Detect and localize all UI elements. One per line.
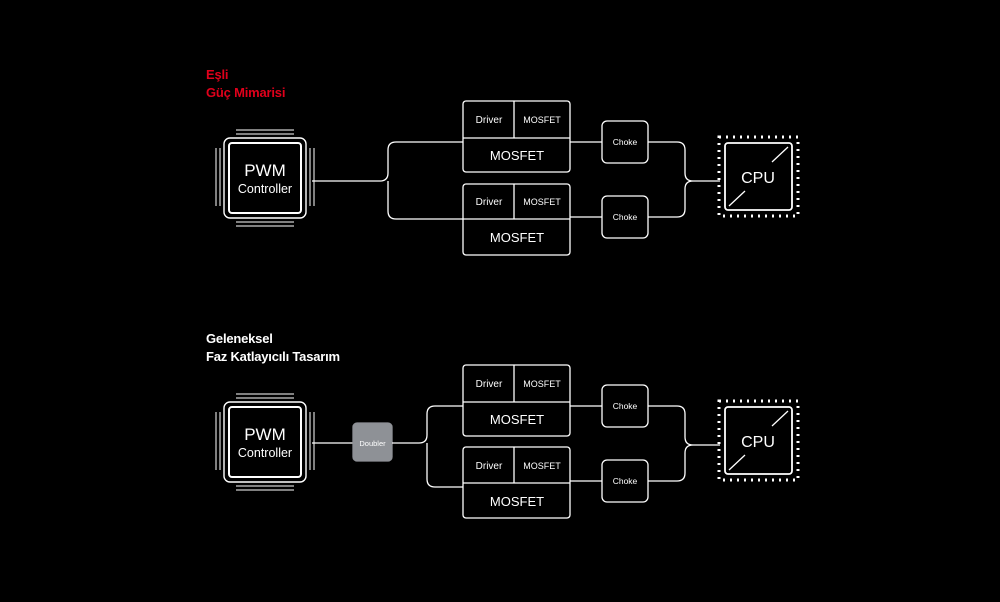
cpu-chip xyxy=(724,406,793,475)
stage-box-1 xyxy=(462,100,571,173)
mosfet-small-label: MOSFET xyxy=(523,197,561,207)
pwm-label: PWM xyxy=(244,425,286,444)
mosfet-small-label: MOSFET xyxy=(523,115,561,125)
section-title-traditional: Geleneksel Faz Katlayıcılı Tasarım xyxy=(206,330,340,366)
connector-pwm-to-stages xyxy=(312,141,463,220)
title-line-2: Güç Mimarisi xyxy=(206,85,286,100)
pwm-pins xyxy=(215,129,315,227)
controller-label: Controller xyxy=(238,182,292,196)
choke-label: Choke xyxy=(613,476,638,486)
pwm-controller-inner xyxy=(228,406,302,478)
pwm-controller-inner xyxy=(228,142,302,214)
doubler-box xyxy=(352,422,393,462)
connector-chokes-to-cpu xyxy=(648,405,720,482)
diagram-paired-labels: PWM Controller Driver MOSFET MOSFET Driv… xyxy=(238,115,775,245)
section-title-paired: Eşli Güç Mimarisi xyxy=(206,66,285,102)
diagram-paired xyxy=(215,100,800,256)
connector-chokes-to-cpu xyxy=(648,141,720,218)
mosfet-big-label: MOSFET xyxy=(490,148,544,163)
title-line-2: Faz Katlayıcılı Tasarım xyxy=(206,349,340,364)
choke-label: Choke xyxy=(613,212,638,222)
pwm-pins xyxy=(215,393,315,491)
title-line-1: Geleneksel xyxy=(206,331,273,346)
mosfet-big-label: MOSFET xyxy=(490,494,544,509)
mosfet-big-label: MOSFET xyxy=(490,412,544,427)
mosfet-small-label: MOSFET xyxy=(523,379,561,389)
driver-label: Driver xyxy=(476,197,503,208)
title-line-1: Eşli xyxy=(206,67,229,82)
cpu-label: CPU xyxy=(741,170,775,187)
mosfet-big-label: MOSFET xyxy=(490,230,544,245)
driver-label: Driver xyxy=(476,115,503,126)
cpu-label: CPU xyxy=(741,434,775,451)
driver-label: Driver xyxy=(476,379,503,390)
pwm-controller-outer xyxy=(223,137,307,219)
stage-box-1 xyxy=(462,364,571,437)
diagram-traditional-labels: PWM Controller Doubler Driver MOSFET MOS… xyxy=(238,379,775,509)
mosfet-small-label: MOSFET xyxy=(523,461,561,471)
choke-label: Choke xyxy=(613,401,638,411)
cpu-chip xyxy=(724,142,793,211)
choke-label: Choke xyxy=(613,137,638,147)
diagram-traditional xyxy=(215,364,800,519)
connector-doubler-to-stages xyxy=(392,405,463,488)
pwm-label: PWM xyxy=(244,161,286,180)
pwm-controller-outer xyxy=(223,401,307,483)
doubler-label: Doubler xyxy=(359,439,386,448)
cpu-dotted-outline xyxy=(717,135,800,218)
cpu-dotted-outline xyxy=(717,399,800,482)
controller-label: Controller xyxy=(238,446,292,460)
driver-label: Driver xyxy=(476,461,503,472)
